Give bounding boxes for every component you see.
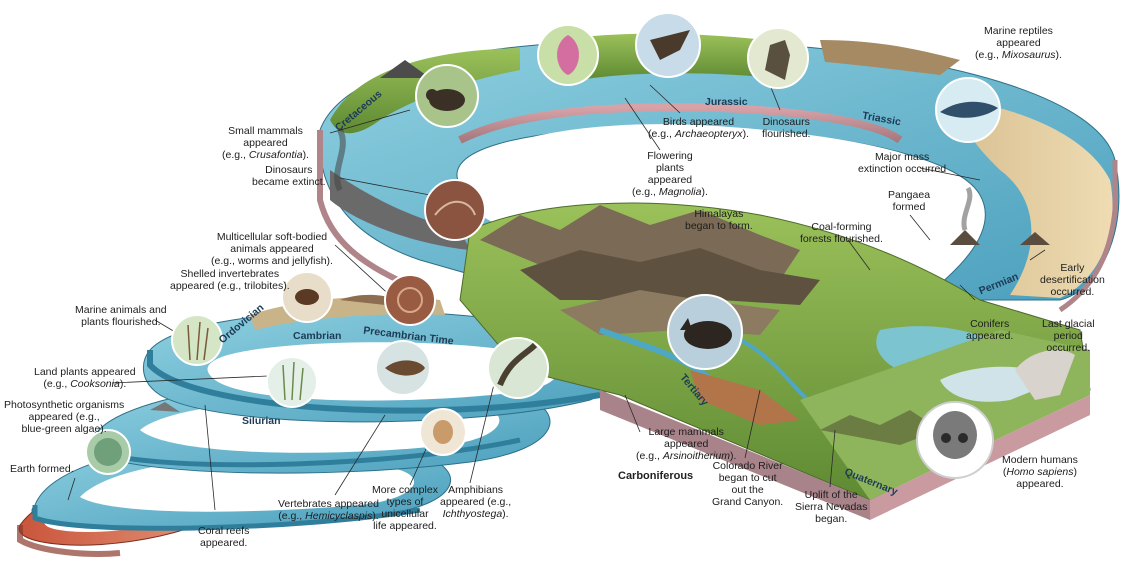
label-unicellular: More complex types of unicellular life a… [372,484,438,532]
label-coral-reefs: Coral reefs appeared. [198,525,249,549]
label-vertebrates: Vertebrates appeared (e.g., Hemicyclaspi… [278,498,379,522]
sea-plant-icon [172,315,222,365]
label-earth-formed: Earth formed. [10,463,74,475]
magnolia-icon [538,25,598,85]
label-dinosaurs-extinct: Dinosaurs became extinct. [252,164,326,188]
label-coal-forests: Coal-forming forests flourished. [800,221,883,245]
label-dinosaurs-flourished: Dinosaurs flourished. [762,116,810,140]
label-mass-extinction: Major mass extinction occurred [858,151,946,175]
label-marine-animals: Marine animals and plants flourished. [75,304,167,328]
rodent-icon [416,65,478,127]
label-shelled: Shelled invertebrates appeared (e.g., tr… [170,268,290,292]
label-amphibians: Amphibians appeared (e.g., Ichthyostega)… [440,484,511,520]
label-glacial: Last glacial period occurred. [1042,318,1095,354]
label-birds: Birds appeared (e.g., Archaeopteryx). [648,116,749,140]
label-small-mammals: Small mammals appeared (e.g., Crusafonti… [222,125,309,161]
label-land-plants: Land plants appeared (e.g., Cooksonia). [34,366,136,390]
era-silurian: Silurian [242,415,281,427]
era-carboniferous: Carboniferous [618,470,693,482]
label-conifers: Conifers appeared. [966,318,1013,342]
label-pangaea: Pangaea formed [888,189,930,213]
label-colorado-river: Colorado River began to cut out the Gran… [712,460,783,508]
era-cambrian: Cambrian [293,330,341,342]
algae-icon [86,430,130,474]
dinosaur-icon [748,28,808,88]
fish-icon [376,341,430,395]
label-photosynthetic: Photosynthetic organisms appeared (e.g.,… [4,399,124,435]
label-marine-reptiles: Marine reptiles appeared (e.g., Mixosaur… [975,25,1062,61]
label-sierra-nevadas: Uplift of the Sierra Nevadas began. [795,489,867,525]
label-desertification: Early desertification occurred. [1040,262,1105,298]
ichthyosaur-icon [936,78,1000,142]
bird-icon [636,13,700,77]
skull-icon [917,402,993,478]
label-modern-humans: Modern humans (Homo sapiens) appeared. [1002,454,1078,490]
land-plant-icon [267,357,317,407]
amphibian-icon [488,338,548,398]
rhinoceros-icon [668,295,742,369]
era-jurassic: Jurassic [705,96,748,108]
protist-icon [420,409,466,455]
fossil-icon [425,180,485,240]
label-himalayas: Himalayas began to form. [685,208,753,232]
ammonite-icon [385,275,435,325]
label-multicellular: Multicellular soft-bodied animals appear… [211,231,333,267]
label-flowering-plants: Flowering plants appeared (e.g., Magnoli… [632,150,708,198]
label-large-mammals: Large mammals appeared (e.g., Arsinoithe… [636,426,736,462]
